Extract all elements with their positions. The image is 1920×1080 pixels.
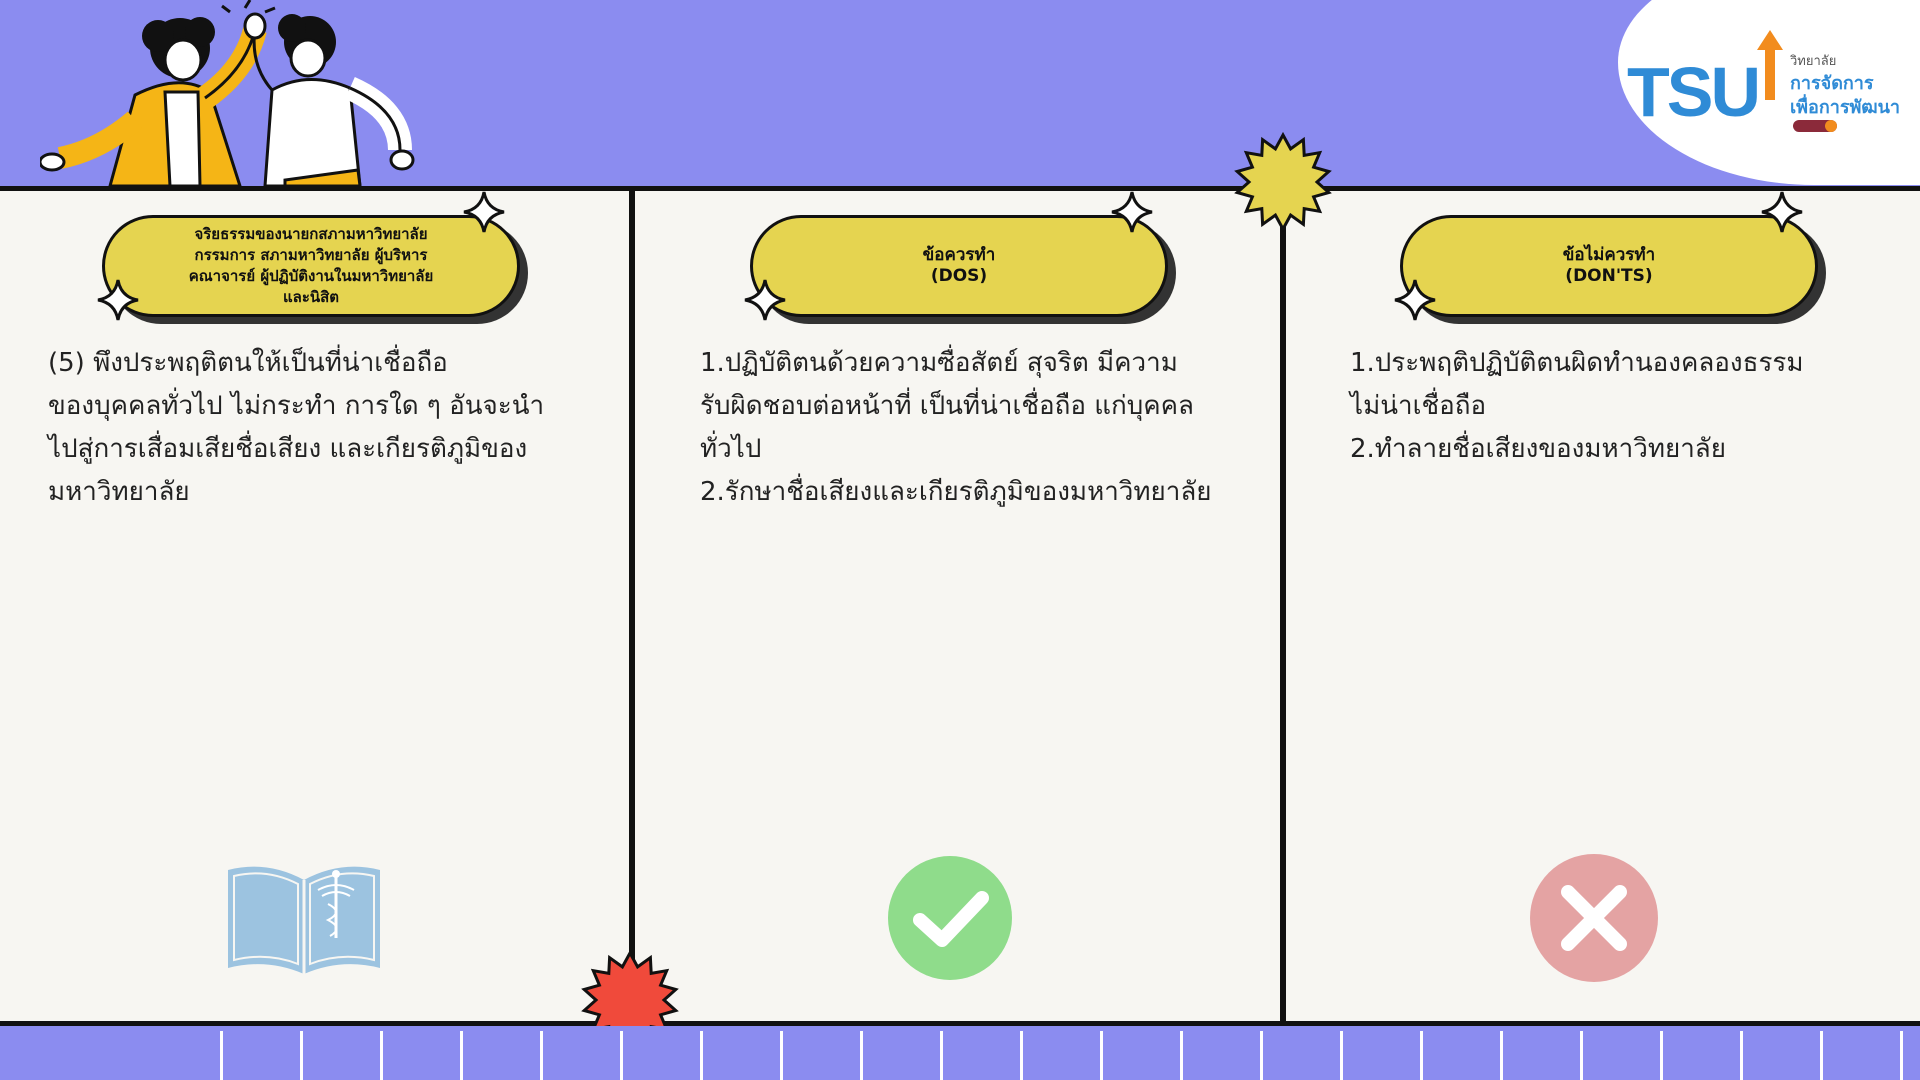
dos-heading-pill: ข้อควรทำ (DOS): [750, 215, 1168, 317]
logo-small-text: วิทยาลัย: [1790, 54, 1837, 69]
ruler-tick: [540, 1031, 543, 1080]
logo-toggle-knob: [1825, 120, 1837, 132]
ethics-body-text: (5) พึงประพฤติตนให้เป็นที่น่าเชื่อถือ ขอ…: [48, 348, 545, 507]
arrow-up-icon: [1757, 30, 1783, 100]
column-divider: [629, 186, 635, 1026]
ruler-tick: [1740, 1031, 1743, 1080]
donts-heading: ข้อไม่ควรทำ (DON'TS): [1562, 245, 1656, 286]
ruler-tick: [1820, 1031, 1823, 1080]
ruler-tick: [460, 1031, 463, 1080]
sparkle-icon: [1761, 191, 1803, 233]
dos-heading: ข้อควรทำ (DOS): [922, 245, 996, 286]
ruler-tick: [940, 1031, 943, 1080]
ruler-tick: [1100, 1031, 1103, 1080]
sparkle-icon: [744, 279, 786, 321]
ruler-tick: [1020, 1031, 1023, 1080]
ethics-heading: จริยธรรมของนายกสภามหาวิทยาลัย กรรมการ สภ…: [188, 225, 434, 306]
column-divider: [1280, 186, 1286, 1026]
sparkle-icon: [97, 279, 139, 321]
sparkle-icon: [1394, 279, 1436, 321]
donts-body-text: 1.ประพฤติปฏิบัติตนผิดทำนองคลองธรรม ไม่น่…: [1350, 348, 1804, 464]
high-five-illustration: [40, 0, 415, 186]
ruler-tick: [1580, 1031, 1583, 1080]
logo-line-1: การจัดการ: [1790, 73, 1874, 94]
donts-heading-pill: ข้อไม่ควรทำ (DON'TS): [1400, 215, 1818, 317]
ruler-tick: [300, 1031, 303, 1080]
tsu-logo: TSU วิทยาลัย การจัดการ เพื่อการพัฒนา: [1625, 30, 1915, 140]
ruler-tick: [1260, 1031, 1263, 1080]
ruler-tick: [1340, 1031, 1343, 1080]
ruler-tick: [700, 1031, 703, 1080]
dos-body-text: 1.ปฏิบัติตนด้วยความซื่อสัตย์ สุจริต มีคว…: [700, 348, 1212, 507]
x-mark-icon: [1530, 854, 1658, 982]
ruler-tick: [220, 1031, 223, 1080]
logo-mark: TSU: [1627, 53, 1761, 131]
ruler-tick: [1500, 1031, 1503, 1080]
ruler-tick: [1420, 1031, 1423, 1080]
open-book-icon: [228, 866, 380, 974]
sparkle-icon: [463, 191, 505, 233]
ethics-heading-pill: จริยธรรมของนายกสภามหาวิทยาลัย กรรมการ สภ…: [102, 215, 520, 317]
ruler-tick: [1660, 1031, 1663, 1080]
ruler-tick: [860, 1031, 863, 1080]
ruler-tick: [1180, 1031, 1183, 1080]
checkmark-icon: [888, 856, 1012, 980]
sparkle-icon: [1111, 191, 1153, 233]
ruler-tick: [380, 1031, 383, 1080]
ruler-tick: [620, 1031, 623, 1080]
ruler-tick: [1900, 1031, 1903, 1080]
logo-line-2: เพื่อการพัฒนา: [1790, 97, 1901, 118]
ruler-tick: [780, 1031, 783, 1080]
yellow-starburst: [1234, 132, 1332, 232]
bottom-band: [0, 1026, 1920, 1080]
